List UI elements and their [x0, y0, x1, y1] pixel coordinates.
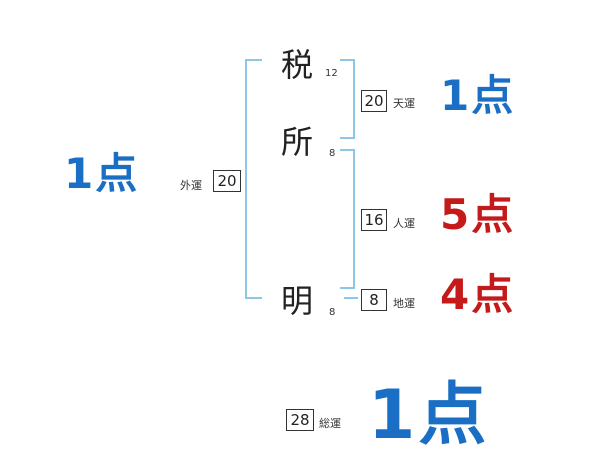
stroke-count-1: 12: [325, 68, 338, 79]
tenun-value: 20: [361, 90, 387, 112]
jinun-score: 5点: [440, 190, 516, 239]
souun-label: 総運: [319, 417, 341, 430]
jinun-value: 16: [361, 209, 387, 231]
name-char-1: 税: [280, 46, 313, 84]
tenun-label: 天運: [393, 97, 415, 110]
souun-score: 1点: [368, 376, 490, 455]
gaiun-score: 1点: [64, 149, 140, 198]
stroke-count-2: 8: [329, 148, 336, 159]
gaiun-label: 外運: [180, 179, 202, 192]
stroke-count-3: 8: [329, 307, 336, 318]
jinun-label: 人運: [393, 217, 415, 230]
tenun-score: 1点: [440, 71, 516, 120]
chiun-value: 8: [361, 289, 387, 311]
jinun-bracket: [340, 149, 355, 289]
chiun-label: 地運: [393, 297, 415, 310]
souun-value: 28: [286, 409, 314, 431]
tenun-bracket: [340, 59, 355, 139]
name-char-2: 所: [280, 123, 313, 161]
gaiun-value: 20: [213, 170, 241, 192]
chiun-score: 4点: [440, 270, 516, 319]
name-char-3: 明: [280, 282, 313, 320]
gaiun-bracket: [245, 59, 262, 299]
